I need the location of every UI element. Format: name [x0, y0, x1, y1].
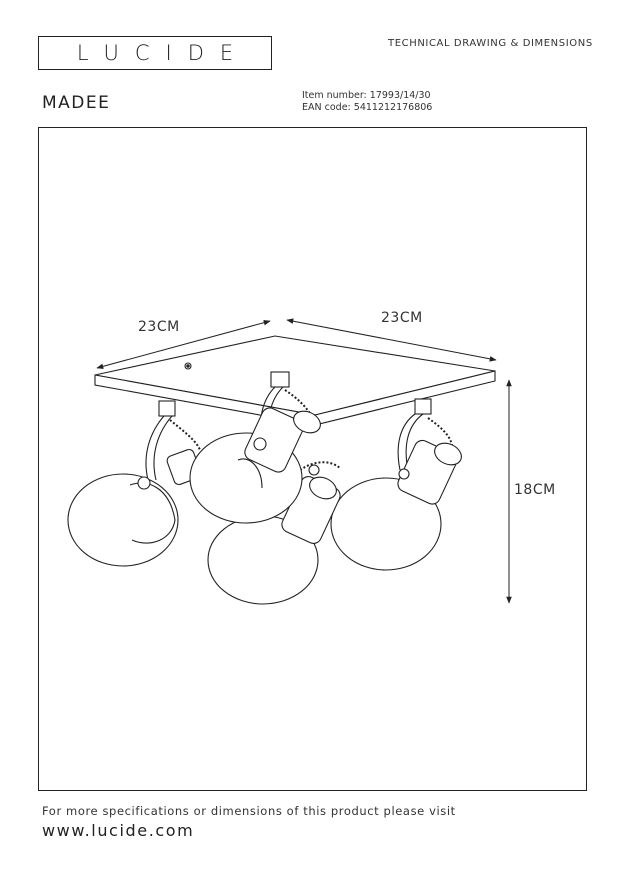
dimension-label-right-width: 23CM: [381, 310, 423, 326]
product-name: MADEE: [42, 93, 111, 113]
item-number-value: 17993/14/30: [369, 90, 431, 101]
brand-logo-text: LUCIDE: [76, 41, 250, 65]
spotlight-back-right: [330, 398, 462, 571]
spotlight-front-main: [189, 371, 321, 524]
footer-url-link[interactable]: www.lucide.com: [42, 821, 195, 840]
ean-label: EAN code:: [302, 102, 351, 113]
item-number-label: Item number:: [302, 90, 367, 101]
dimension-line-right-width: [286, 318, 497, 362]
ean-value: 5411212176806: [353, 102, 433, 113]
document-type: TECHNICAL DRAWING & DIMENSIONS: [388, 38, 593, 49]
ean-line: EAN code: 5411212176806: [302, 102, 432, 114]
brand-logo: LUCIDE: [38, 36, 272, 70]
ceiling-plate: [94, 335, 496, 426]
dimension-label-left-width: 23CM: [138, 319, 180, 335]
drawing-frame: [38, 127, 587, 791]
item-number-line: Item number: 17993/14/30: [302, 90, 432, 102]
spotlight-back-left: [67, 400, 202, 567]
dimension-label-height: 18CM: [514, 482, 556, 498]
dimension-line-left-width: [96, 319, 271, 370]
footer-note: For more specifications or dimensions of…: [42, 804, 456, 818]
product-meta: Item number: 17993/14/30 EAN code: 54112…: [302, 90, 432, 114]
